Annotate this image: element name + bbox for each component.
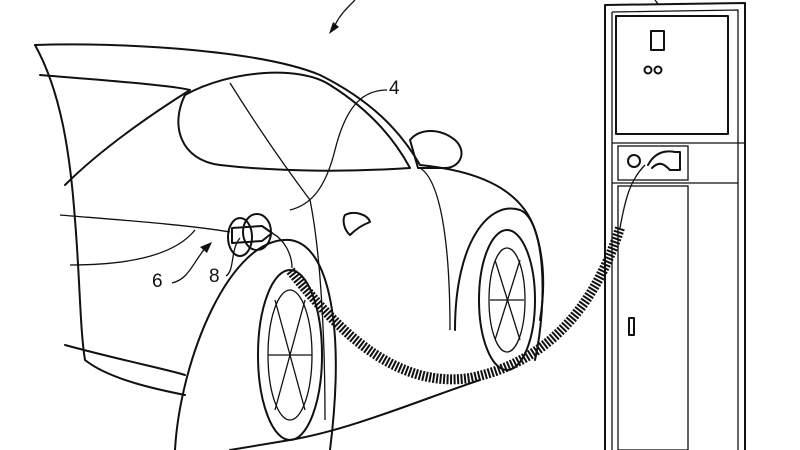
figure-arrow xyxy=(329,0,356,34)
charging-port xyxy=(227,213,273,257)
front-wheel xyxy=(454,207,544,371)
reference-label-4: 4 xyxy=(389,78,400,99)
leader-lines xyxy=(171,89,388,284)
reference-label-8: 8 xyxy=(209,266,220,287)
rear-wheel xyxy=(174,238,337,450)
car-body xyxy=(34,43,545,450)
reference-label-6: 6 xyxy=(152,271,163,292)
charging-cable xyxy=(271,164,646,385)
charging-station xyxy=(604,0,746,450)
door-handle-icon xyxy=(628,317,635,336)
